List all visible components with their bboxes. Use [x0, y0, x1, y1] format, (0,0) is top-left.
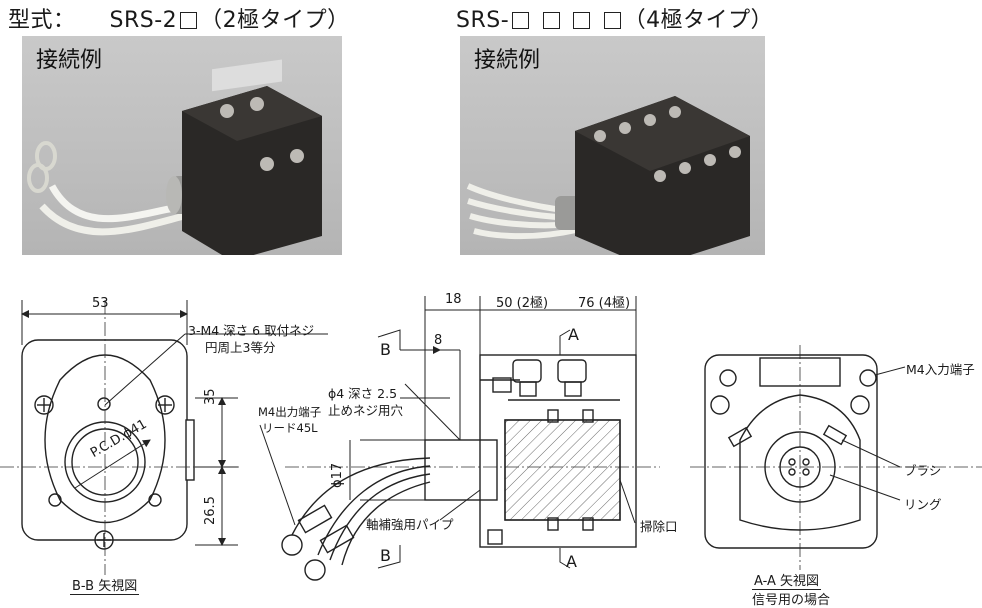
- dim-phi17: ϕ17: [330, 462, 345, 488]
- rotary-connector-4pole-image: [466, 96, 750, 255]
- dim-53: 53: [92, 296, 109, 311]
- note-output-terminal: M4出力端子: [258, 405, 322, 419]
- note-input-terminal: M4入力端子: [906, 362, 975, 377]
- blank-box-icon: [573, 12, 591, 29]
- blank-box-icon: [542, 12, 560, 29]
- note-mount-screw: 3-M4 深さ 6 取付ネジ: [188, 323, 315, 338]
- rotary-connector-2pole-image: [27, 59, 322, 255]
- photo-label-4pole: 接続例: [474, 48, 541, 73]
- note-set-screw-hole: 止めネジ用穴: [328, 403, 404, 418]
- title-model-2pole: SRS-2: [109, 8, 178, 33]
- aa-view-drawing: [704, 354, 878, 549]
- photo-label-2pole: 接続例: [36, 48, 103, 73]
- blank-box-icon: [180, 12, 198, 29]
- dim-76-4pole: 76 (4極): [578, 296, 631, 311]
- title-2pole: 型式： SRS-2 （2極タイプ）: [8, 2, 350, 34]
- title-suffix-4pole: （4極タイプ）: [623, 8, 774, 33]
- note-cleaning-port: 掃除口: [640, 519, 678, 534]
- caption-bb-view: B-B 矢視図: [70, 579, 140, 595]
- photo-2pole: 接続例: [22, 36, 342, 255]
- dim-18: 18: [445, 292, 462, 307]
- caption-signal-use: 信号用の場合: [752, 593, 831, 608]
- note-lead-length: リード45L: [262, 421, 318, 435]
- caption-aa-view: A-A 矢視図: [752, 574, 822, 590]
- dim-8: 8: [434, 333, 443, 348]
- dim-50-2pole: 50 (2極): [496, 296, 549, 311]
- dim-26-5: 26.5: [203, 496, 218, 525]
- title-4pole: SRS- （4極タイプ）: [456, 2, 773, 34]
- dim-35: 35: [203, 388, 218, 405]
- note-set-screw: ϕ4 深さ 2.5: [328, 386, 398, 401]
- title-suffix-2pole: （2極タイプ）: [200, 8, 350, 33]
- section-mark-b-top: B: [380, 340, 391, 359]
- note-brush: ブラシ: [904, 463, 942, 478]
- note-ring: リング: [904, 497, 942, 512]
- section-mark-a-bottom: A: [566, 552, 577, 571]
- title-prefix: 型式：: [8, 8, 76, 33]
- blank-box-icon: [512, 12, 530, 29]
- section-mark-a-top: A: [568, 325, 579, 344]
- note-shaft-pipe: 軸補強用パイプ: [366, 517, 454, 532]
- section-mark-b-bottom: B: [380, 546, 391, 565]
- note-mount-screw-pitch: 円周上3等分: [205, 340, 276, 355]
- photo-4pole: 接続例: [460, 36, 765, 255]
- side-view-drawing: [281, 354, 637, 581]
- title-model-4pole: SRS-: [456, 8, 510, 33]
- blank-box-icon: [603, 12, 621, 29]
